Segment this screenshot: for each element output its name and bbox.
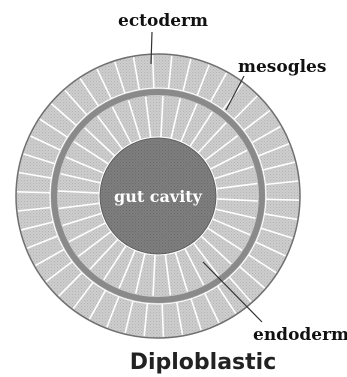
label-mesogles: mesogles (238, 57, 326, 77)
label-ectoderm: ectoderm (118, 11, 208, 31)
ectoderm-cell-wall (266, 199, 299, 200)
label-endoderm: endoderm (253, 325, 347, 345)
ectoderm-cell-wall (17, 192, 50, 193)
label-gut-cavity: gut cavity (114, 187, 203, 206)
caption-diploblastic: Diploblastic (130, 350, 277, 375)
